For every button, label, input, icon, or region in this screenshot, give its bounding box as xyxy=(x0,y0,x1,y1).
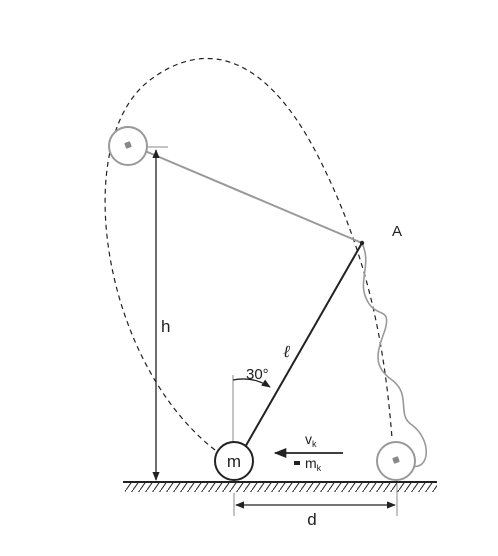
point-a-label: A xyxy=(392,223,402,240)
mass-label: m xyxy=(227,452,241,471)
bullet-mass-label: mk xyxy=(305,455,322,473)
upper-ball xyxy=(108,126,148,166)
pendulum-rod xyxy=(243,242,363,450)
mass-ball xyxy=(214,441,254,481)
angle-arc xyxy=(232,378,271,388)
trajectory-dashed xyxy=(104,57,393,451)
velocity-symbol: v xyxy=(305,431,312,447)
distance-label: d xyxy=(307,510,316,529)
bullet xyxy=(294,461,300,465)
height-label: h xyxy=(161,317,170,336)
rope-to-upper-ball xyxy=(144,150,363,244)
ground-hatch xyxy=(125,482,437,492)
bullet-mass-subscript: k xyxy=(317,463,322,473)
bullet-mass-symbol: m xyxy=(305,455,317,471)
pivot-point-a xyxy=(359,240,365,246)
length-label: ℓ xyxy=(283,342,290,362)
angle-label: 30° xyxy=(246,366,269,383)
lower-right-ball xyxy=(376,441,416,481)
velocity-subscript: k xyxy=(312,439,317,449)
velocity-label: vk xyxy=(305,431,317,449)
slack-rope xyxy=(361,242,427,467)
